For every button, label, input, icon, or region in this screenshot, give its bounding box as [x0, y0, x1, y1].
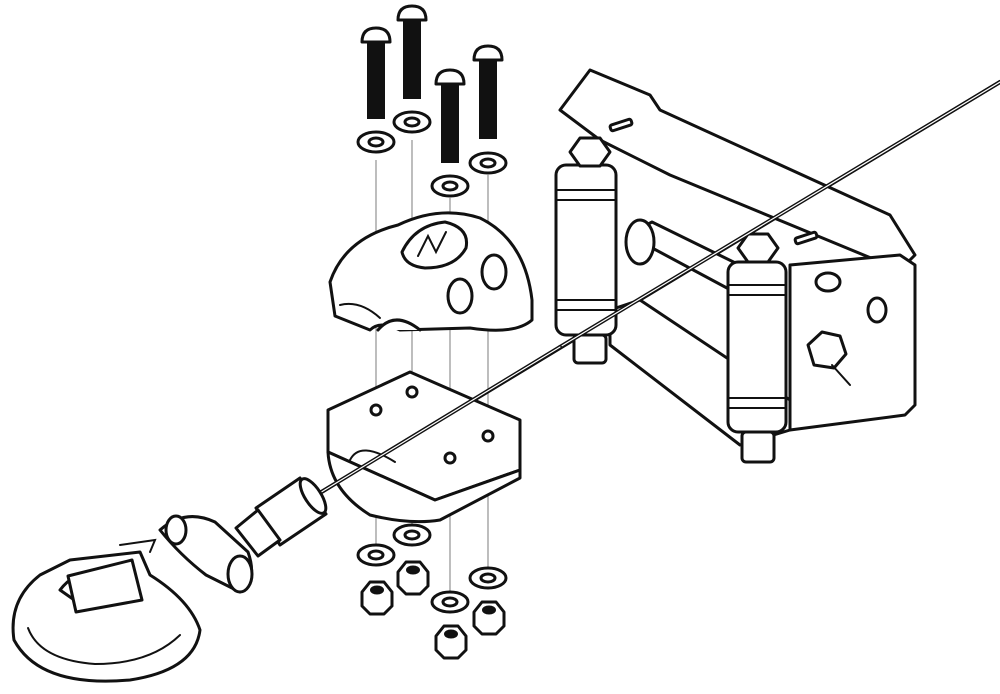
lower-half-body [326, 450, 522, 524]
cable-ferrule [234, 476, 328, 558]
bolts [360, 4, 504, 163]
mount-slot [814, 271, 842, 293]
hook-safety-latch [66, 558, 144, 614]
hook-body [11, 550, 202, 683]
fairlead-top-plate [558, 68, 917, 272]
clevis-pin-end [164, 514, 188, 546]
roller-bottom-nut-left [572, 333, 608, 365]
lower-hole-3 [443, 451, 457, 465]
bolt-4 [472, 44, 504, 139]
washer-top-2 [392, 110, 432, 134]
cable-stopper-upper-half [328, 211, 534, 332]
bolt-1 [360, 26, 392, 119]
clevis-hook [11, 514, 254, 683]
lower-hole-4 [481, 429, 495, 443]
nuts [360, 560, 506, 660]
nut-3 [434, 624, 468, 660]
upper-half-hole-2 [480, 253, 508, 291]
bottom-washers [356, 523, 508, 614]
washer-bottom-2 [392, 523, 432, 547]
washer-bottom-4 [468, 566, 508, 590]
upper-half-hole-1 [446, 277, 474, 315]
nut-4 [472, 600, 506, 636]
horizontal-roller-end [624, 218, 656, 266]
upper-half-groove [376, 318, 422, 332]
fairlead-slot-1 [608, 117, 634, 133]
washer-bottom-3 [430, 590, 470, 614]
lower-hole-2 [405, 385, 419, 399]
bolt-3 [434, 68, 466, 163]
nut-2 [396, 560, 430, 596]
roller-fairlead [554, 68, 1000, 464]
top-washers [356, 110, 508, 198]
nut-1 [360, 580, 394, 616]
washer-top-3 [430, 174, 470, 198]
clevis-cotter-pin [119, 538, 157, 553]
roller-bottom-nut-right [740, 430, 776, 464]
lower-hole-1 [369, 403, 383, 417]
clevis-pin-head [226, 554, 254, 594]
right-vertical-roller [726, 232, 788, 464]
mount-hole [866, 296, 888, 324]
brand-logo-icon [400, 220, 469, 270]
washer-top-4 [468, 151, 508, 175]
ferrule-collar [234, 508, 282, 558]
roller-top-nut-left [568, 136, 612, 168]
cable-stopper-lower-half [326, 370, 522, 524]
washer-bottom-1 [356, 543, 396, 567]
bolt-2 [396, 4, 428, 99]
washer-top-1 [356, 130, 396, 154]
left-vertical-roller [554, 136, 618, 365]
assembly-guide-lines [375, 140, 489, 610]
mount-bolt-icon [806, 330, 848, 370]
fairlead-slot-2 [793, 230, 819, 246]
